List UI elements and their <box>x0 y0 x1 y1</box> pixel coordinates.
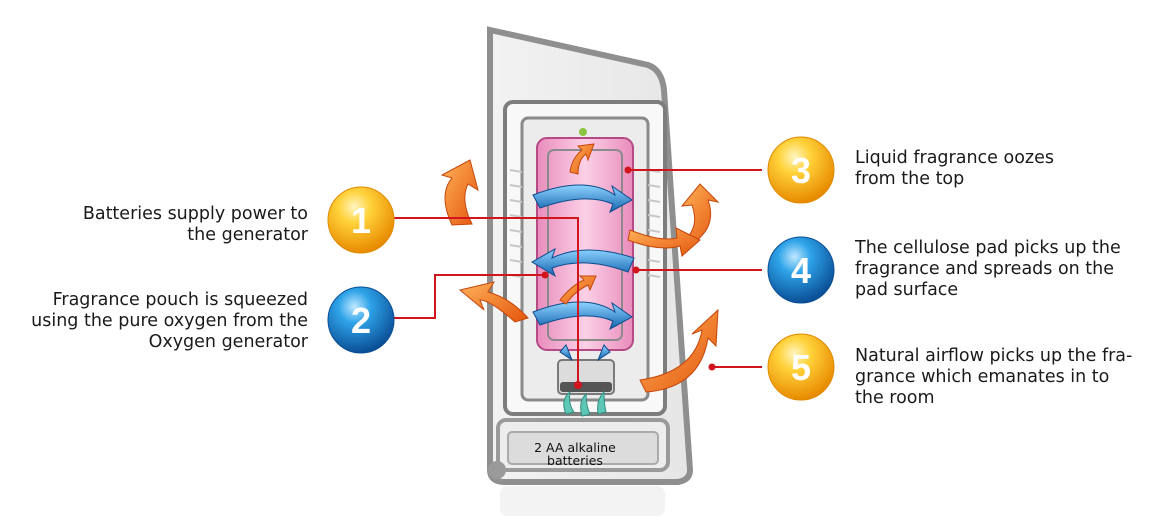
step-badge-5-number: 5 <box>791 347 811 388</box>
nozzle <box>579 128 587 136</box>
connector-2 <box>393 274 545 319</box>
orange-arrow-mid-right <box>627 227 701 257</box>
callout-3-line-2: from the top <box>855 169 965 189</box>
orange-arrow-mid-left <box>458 281 529 323</box>
orange-arrow-top-center <box>569 143 595 175</box>
blue-arrow-up-right <box>596 344 611 362</box>
step-badge-4-number: 4 <box>791 250 811 291</box>
orange-arrow-upper-left <box>440 159 479 226</box>
floor-reflection <box>500 486 665 516</box>
generator-cap <box>560 382 612 392</box>
blue-arrow-up-left <box>559 344 574 362</box>
battery-label: 2 AA alkaline batteries <box>505 441 645 467</box>
callout-4: The cellulose pad picks up the fragrance… <box>855 238 1160 301</box>
step-badge-2: 2 <box>327 286 395 354</box>
callout-4-line-1: The cellulose pad picks up the <box>855 238 1121 258</box>
callout-2: Fragrance pouch is squeezed using the pu… <box>10 290 308 353</box>
battery-slot <box>507 431 659 465</box>
intake-airflow <box>563 390 607 417</box>
callout-5-line-2: grance which emanates in to <box>855 367 1110 387</box>
callout-4-line-3: pad surface <box>855 280 959 300</box>
blue-arrow-middle <box>531 247 635 278</box>
orange-arrow-lower-right <box>639 308 719 393</box>
callout-4-line-2: fragrance and spreads on the <box>855 259 1115 279</box>
blue-arrow-top <box>532 184 633 214</box>
callout-2-line-2: using the pure oxygen from the <box>31 311 308 331</box>
step-badge-2-number: 2 <box>351 300 371 341</box>
battery-label-line-1: 2 AA alkaline <box>534 440 616 455</box>
connector-dots <box>541 166 716 389</box>
blue-arrow-bottom <box>532 301 633 331</box>
step-badge-1-number: 1 <box>351 200 371 241</box>
step-badge-3-number: 3 <box>791 150 811 191</box>
orange-arrow-upper-right <box>680 183 720 246</box>
callout-5-line-1: Natural airflow picks up the fra- <box>855 346 1133 366</box>
step-badge-1: 1 <box>327 186 395 254</box>
housing-foot <box>488 461 506 479</box>
connector-lines <box>393 169 762 385</box>
callout-1-line-2: the generator <box>187 225 308 245</box>
battery-label-line-2: batteries <box>547 453 603 468</box>
orange-flow-arrows <box>440 143 720 393</box>
callout-1-line-1: Batteries supply power to <box>82 204 308 224</box>
callout-3: Liquid fragrance oozes from the top <box>855 148 1155 190</box>
device-cutaway <box>440 26 720 516</box>
callout-3-line-1: Liquid fragrance oozes <box>855 148 1054 168</box>
blue-flow-arrows <box>531 184 635 362</box>
connector-1 <box>393 217 579 385</box>
callout-1: Batteries supply power to the generator <box>20 204 308 246</box>
callout-2-line-3: Oxygen generator <box>148 332 308 352</box>
step-badge-5: 5 <box>767 333 835 401</box>
callout-5: Natural airflow picks up the fra- grance… <box>855 346 1160 409</box>
callout-5-line-3: the room <box>855 388 935 408</box>
callout-2-line-1: Fragrance pouch is squeezed <box>52 290 308 310</box>
step-badge-3: 3 <box>767 136 835 204</box>
step-badge-4: 4 <box>767 236 835 304</box>
